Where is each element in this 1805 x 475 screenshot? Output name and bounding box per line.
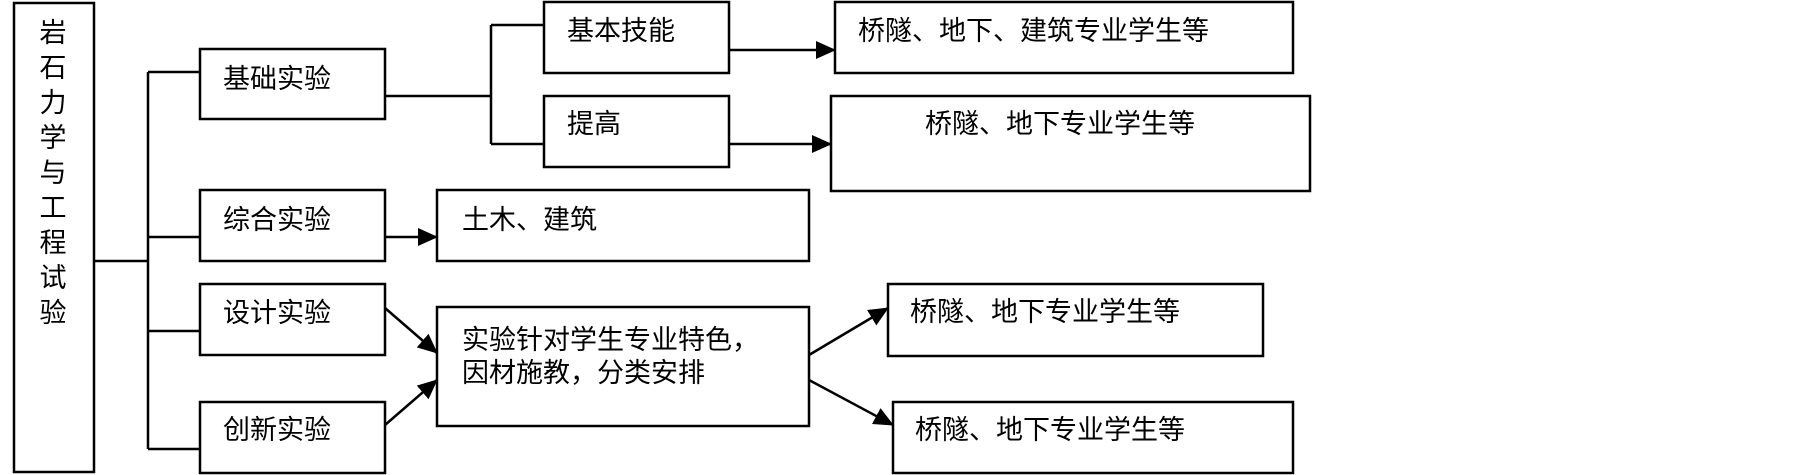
box-target-4 <box>891 400 1295 475</box>
box-center <box>435 305 811 428</box>
sub-basic-skills: 基本技能 <box>567 16 675 47</box>
box-basic <box>198 47 387 121</box>
arrow-innovation <box>384 379 438 426</box>
center-label: 实验针对学生专业特色， 因材施教，分类安排 <box>462 324 802 390</box>
box-design <box>198 282 387 357</box>
target-4-label: 桥隧、地下专业学生等 <box>915 415 1185 446</box>
box-innovation <box>198 400 387 475</box>
arrow-design <box>384 307 438 354</box>
box-target-1 <box>833 0 1295 75</box>
category-comprehensive: 综合实验 <box>223 205 331 236</box>
target-1-label: 桥隧、地下、建筑专业学生等 <box>858 16 1209 47</box>
category-basic: 基础实验 <box>223 64 331 95</box>
category-design: 设计实验 <box>223 298 331 329</box>
target-3-label: 桥隧、地下专业学生等 <box>910 297 1180 328</box>
civil-label: 土木、建筑 <box>462 205 597 236</box>
category-innovation: 创新实验 <box>223 415 331 446</box>
arrow-center-target-3 <box>808 306 889 357</box>
box-civil <box>435 188 811 263</box>
arrow-center-target-4 <box>808 378 894 427</box>
center-line-2: 因材施教，分类安排 <box>462 358 705 389</box>
target-2-label: 桥隧、地下专业学生等 <box>925 109 1195 140</box>
center-line-1: 实验针对学生专业特色， <box>462 325 759 356</box>
box-improve <box>542 94 731 169</box>
root-box <box>12 1 96 474</box>
box-comprehensive <box>198 188 387 263</box>
root-label: 岩石力学与工程试验 <box>39 18 67 329</box>
sub-improve: 提高 <box>567 109 621 140</box>
box-basic-skills <box>542 0 731 75</box>
